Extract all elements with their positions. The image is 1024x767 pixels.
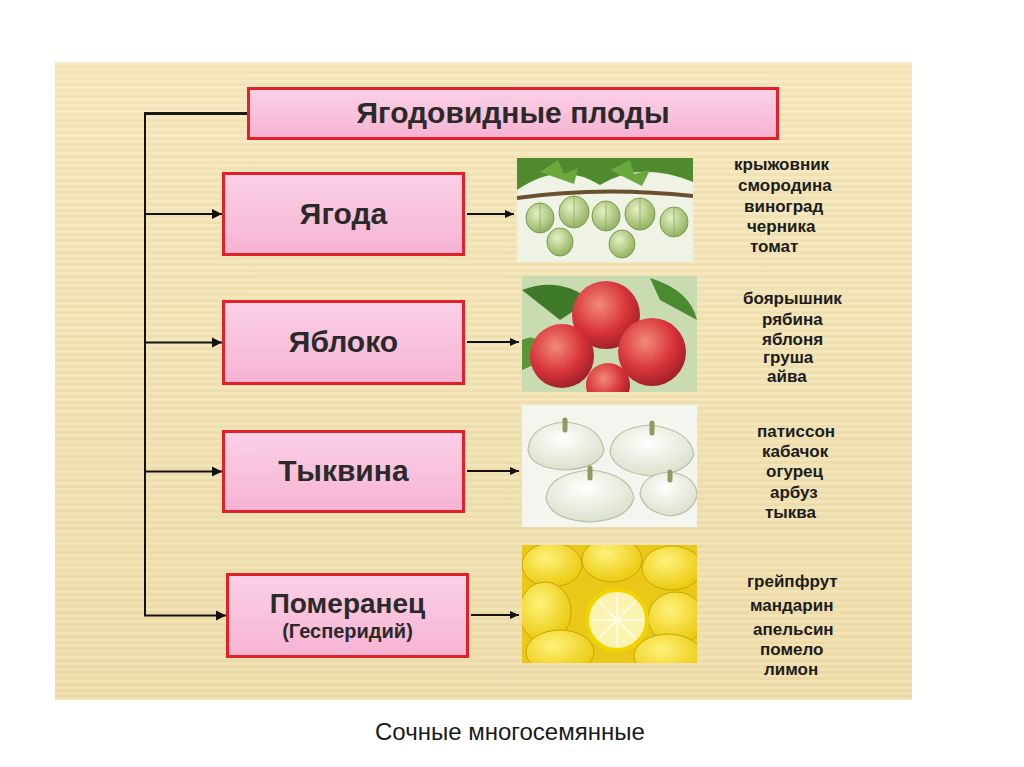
fruit-name: боярышник	[743, 290, 842, 307]
fruit-name: патиссон	[757, 423, 835, 440]
fruit-name: мандарин	[750, 597, 833, 614]
fruit-name: смородина	[738, 177, 832, 194]
fruit-name: томат	[750, 238, 798, 255]
caption: Сочные многосемянные	[375, 718, 645, 746]
box-subheading: (Гесперидий)	[282, 620, 413, 643]
box-heading: Тыквина	[278, 454, 408, 489]
fruit-name: помело	[760, 641, 823, 658]
box-heading: Померанец	[270, 588, 426, 620]
fruit-name: груша	[763, 349, 813, 366]
fruit-name: тыква	[765, 504, 816, 521]
category-box: Тыквина	[222, 430, 465, 513]
title-box: Ягодовидные плоды	[247, 87, 779, 140]
gooseberry-picture	[517, 158, 693, 262]
fruit-name: арбуз	[770, 484, 818, 501]
fruit-name: яблоня	[762, 331, 823, 348]
fruit-name: грейпфрут	[747, 573, 838, 590]
fruit-name: апельсин	[753, 621, 834, 638]
apple-picture	[522, 276, 697, 392]
lemon-picture	[522, 545, 697, 663]
pattypan-picture	[522, 405, 697, 527]
category-box: Ягода	[222, 172, 465, 256]
connector-arrow	[145, 114, 247, 472]
picture-arrows	[467, 214, 519, 615]
category-box: Яблоко	[222, 300, 465, 385]
box-heading: Яблоко	[289, 325, 398, 360]
fruit-name: крыжовник	[734, 156, 829, 173]
fruit-name: огурец	[766, 463, 823, 480]
fruit-name: черника	[747, 218, 815, 235]
box-heading: Ягодовидные плоды	[356, 96, 669, 131]
fruit-name: кабачок	[762, 443, 828, 460]
box-heading: Ягода	[300, 197, 387, 232]
category-box: Померанец(Гесперидий)	[226, 573, 469, 658]
fruit-name: рябина	[762, 311, 823, 328]
fruit-name: виноград	[744, 198, 823, 215]
fruit-name: айва	[767, 368, 807, 385]
fruit-name: лимон	[764, 661, 818, 678]
